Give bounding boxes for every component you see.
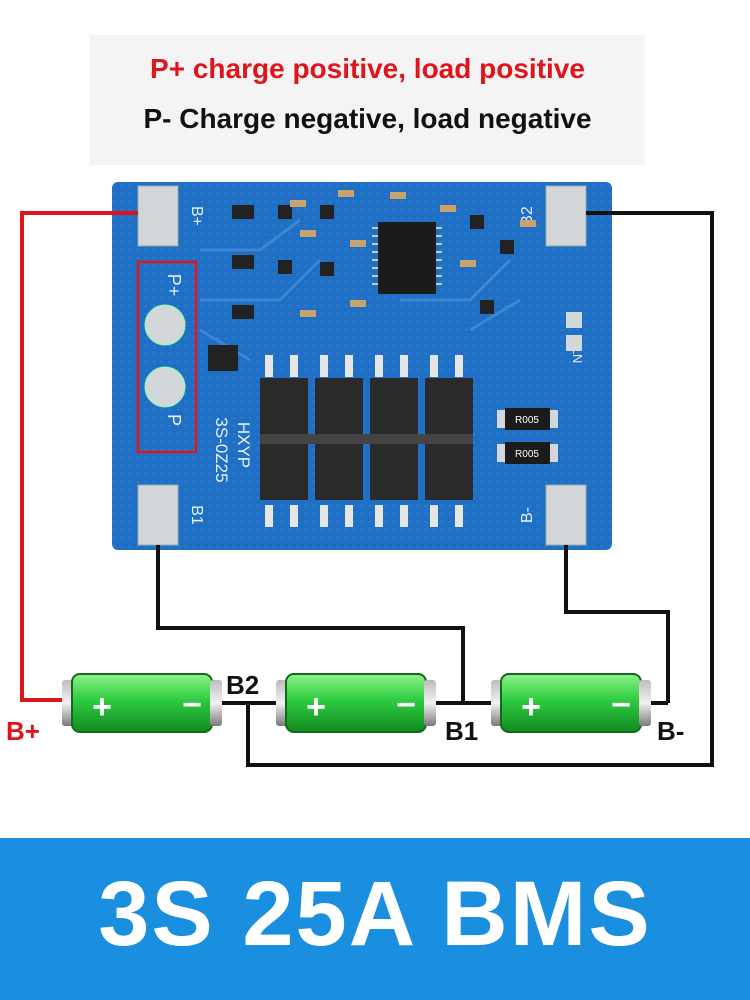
resistor-label-1: R005: [515, 415, 539, 426]
battery-cell-2: + −: [276, 673, 436, 733]
product-title: 3S 25A BMS: [98, 863, 652, 965]
shunt-resistor-2: [505, 442, 550, 464]
label-b1: B1: [445, 716, 478, 746]
pad-p: [144, 366, 186, 408]
wire-b1: [156, 545, 465, 703]
header-line-charge-negative: P- Charge negative, load negative: [143, 103, 592, 134]
silk-b-plus: B+: [188, 206, 205, 226]
battery-cell-3: + −: [491, 673, 651, 733]
model-line-2: 3S-0Z25: [212, 417, 231, 482]
header-line-charge-positive: P+ charge positive, load positive: [150, 53, 585, 84]
shunt-resistor-1: [505, 408, 550, 430]
battery-plus-sign: +: [306, 688, 326, 726]
pad-b-plus: [137, 185, 179, 247]
battery-minus-sign: −: [611, 686, 631, 724]
product-banner: 3S 25A BMS: [0, 838, 750, 1000]
silk-p-plus: P+: [164, 274, 184, 297]
pad-b1: [137, 484, 179, 546]
mosfet-array: [260, 355, 473, 527]
label-b-minus: B-: [657, 716, 684, 746]
wire-b-minus: [564, 545, 670, 703]
smd-components: [208, 205, 514, 371]
silk-p: P: [164, 414, 184, 426]
battery-plus-sign: +: [521, 688, 541, 726]
output-pad-box: [136, 260, 198, 454]
label-b2: B2: [226, 670, 259, 700]
bms-board: B+ B2 B1 B- P+ P NTC HXYP 3S-0Z25: [112, 182, 612, 550]
header-box: P+ charge positive, load positive P- Cha…: [90, 35, 645, 165]
pad-b2: [545, 185, 587, 247]
model-line-1: HXYP: [234, 422, 253, 468]
label-b-plus: B+: [6, 716, 40, 746]
battery-cell-1: + −: [62, 673, 222, 733]
silk-b-minus: B-: [519, 507, 536, 523]
pad-p-plus: [144, 304, 186, 346]
battery-minus-sign: −: [396, 686, 416, 724]
ic-chip: [378, 222, 436, 294]
wiring: [20, 211, 714, 767]
bms-diagram: B+ B2 B1 B- P+ P NTC HXYP 3S-0Z25: [6, 182, 714, 767]
ntc-pad-2: [566, 335, 582, 351]
pad-b-minus: [545, 484, 587, 546]
wire-b-plus: [20, 211, 138, 702]
silk-b1: B1: [188, 505, 205, 525]
ntc-pad-1: [566, 312, 582, 328]
battery-minus-sign: −: [182, 686, 202, 724]
resistor-label-2: R005: [515, 449, 539, 460]
battery-plus-sign: +: [92, 688, 112, 726]
